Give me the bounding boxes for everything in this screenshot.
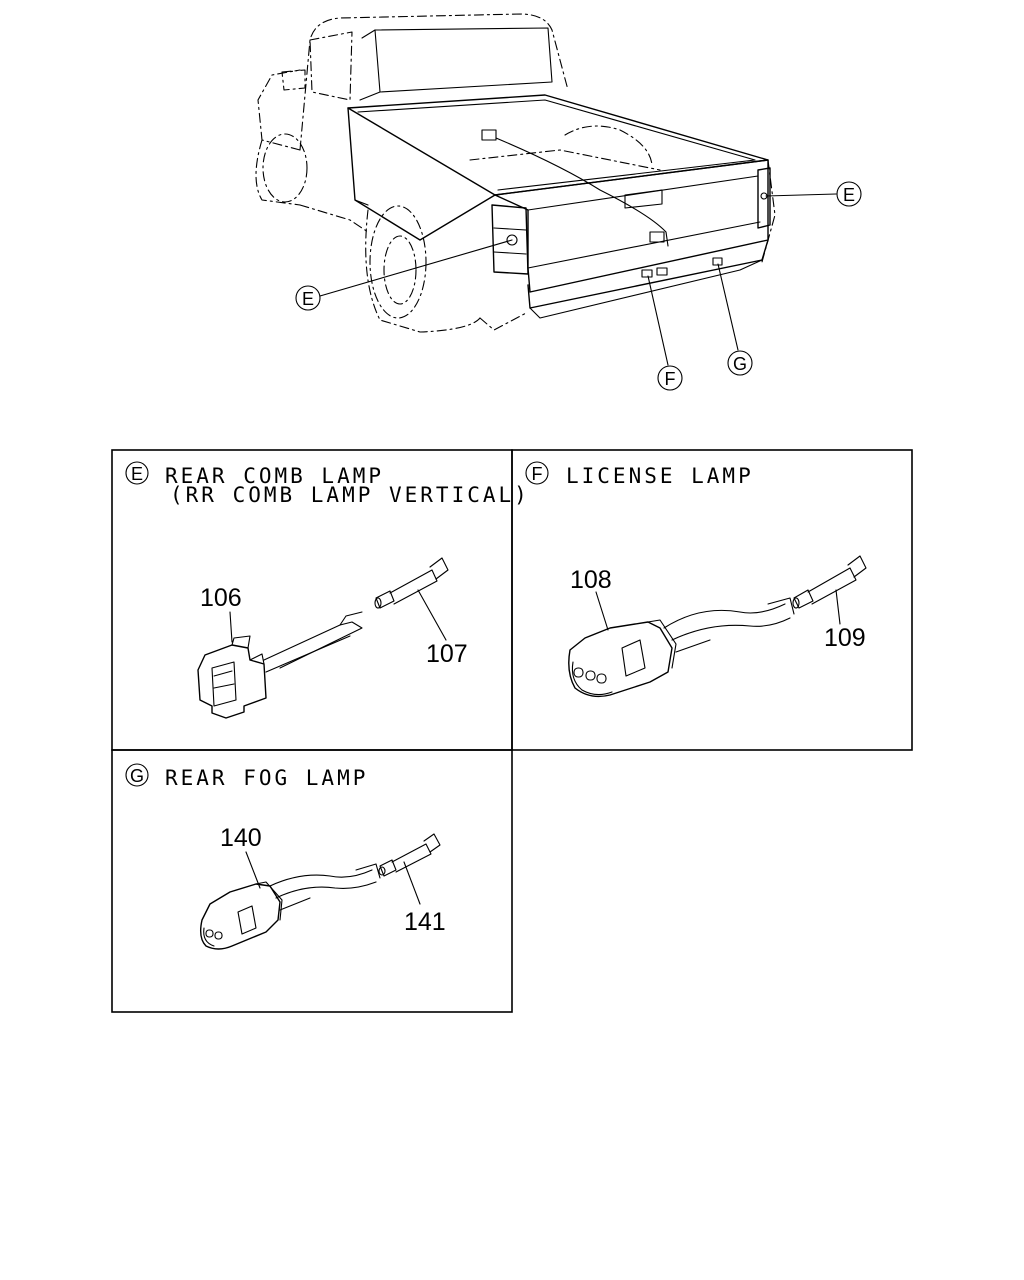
panel-f-letter: F [532, 464, 543, 484]
svg-text:F: F [665, 369, 676, 389]
panel-f-title: LICENSE LAMP [566, 464, 754, 488]
callout-e-left: E [295, 285, 321, 311]
part-number-140: 140 [220, 824, 262, 852]
callout-e-right: E [836, 181, 862, 207]
panel-e-subtitle: (RR COMB LAMP VERTICAL) [170, 483, 530, 507]
panel-e-title: REAR COMB LAMP [165, 464, 384, 488]
part-number-109: 109 [824, 624, 866, 652]
callout-g: G [727, 350, 753, 376]
callout-f: F [657, 365, 683, 391]
part-number-108: 108 [570, 566, 612, 594]
truck-illustration [255, 13, 837, 366]
connector-140 [199, 863, 381, 950]
panel-e: E REAR COMB LAMP (RR COMB LAMP VERTICAL)… [125, 461, 530, 719]
panel-g-title: REAR FOG LAMP [165, 766, 368, 790]
part-number-106: 106 [200, 584, 242, 612]
panel-f: F LICENSE LAMP 108 109 [525, 461, 867, 698]
part-number-107: 107 [426, 640, 468, 668]
terminal-109 [792, 555, 867, 609]
panel-g-frame [111, 749, 513, 1013]
terminal-107 [374, 557, 449, 609]
svg-text:G: G [733, 354, 747, 374]
panel-g-letter: G [130, 766, 144, 786]
panel-f-frame [511, 449, 913, 751]
connector-106 [197, 611, 363, 719]
svg-text:E: E [843, 185, 855, 205]
connector-108 [568, 597, 795, 698]
svg-text:E: E [302, 289, 314, 309]
panel-e-letter: E [131, 464, 143, 484]
panel-g: G REAR FOG LAMP 140 141 [125, 763, 446, 950]
terminal-141 [378, 833, 441, 877]
part-number-141: 141 [404, 908, 446, 936]
